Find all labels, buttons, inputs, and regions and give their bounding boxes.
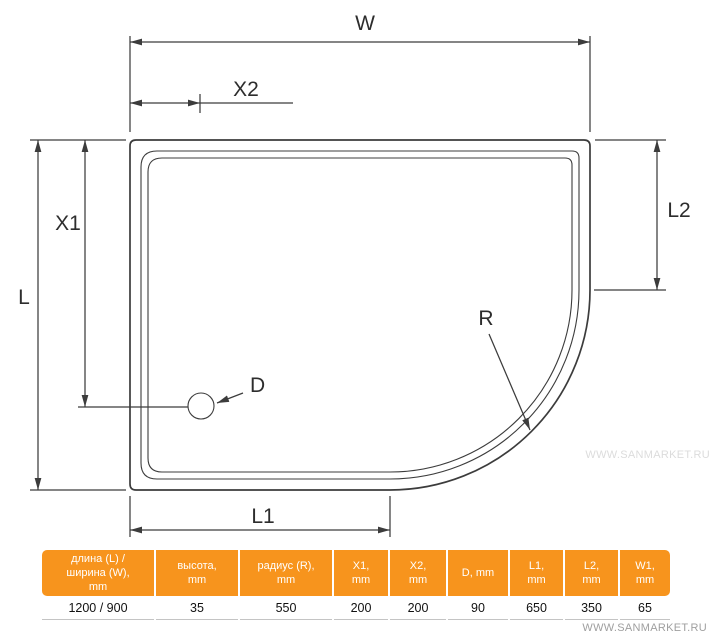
dimension-r: R bbox=[478, 307, 531, 431]
label-x1: X1 bbox=[55, 212, 81, 235]
label-r: R bbox=[478, 307, 493, 330]
label-l1: L1 bbox=[251, 505, 274, 528]
table-header-row: длина (L) / ширина (W), mm высота, mm ра… bbox=[42, 550, 670, 596]
watermark-text: WWW.SANMARKET.RU bbox=[582, 622, 707, 634]
drain-circle bbox=[187, 392, 215, 420]
header-length-width: длина (L) / ширина (W), mm bbox=[42, 550, 154, 596]
dimension-x1: X1 bbox=[55, 140, 188, 408]
dimension-x2: X2 bbox=[130, 78, 293, 113]
dimension-w: W bbox=[129, 12, 591, 132]
header-d: D, mm bbox=[448, 550, 508, 596]
dimension-l1: L1 bbox=[129, 496, 391, 537]
dimension-d: D bbox=[216, 374, 265, 404]
value-l2: 350 bbox=[565, 598, 618, 620]
value-x2: 200 bbox=[390, 598, 446, 620]
label-w: W bbox=[355, 12, 375, 35]
value-l1: 650 bbox=[510, 598, 563, 620]
label-x2: X2 bbox=[233, 78, 259, 101]
tray-floor-outline bbox=[147, 157, 573, 473]
dimension-l2: L2 bbox=[594, 139, 691, 291]
value-w1: 65 bbox=[620, 598, 670, 620]
value-d: 90 bbox=[448, 598, 508, 620]
table-value-row: 1200 / 900 35 550 200 200 90 650 350 65 bbox=[42, 598, 670, 620]
value-length-width: 1200 / 900 bbox=[42, 598, 154, 620]
header-x2: X2, mm bbox=[390, 550, 446, 596]
value-x1: 200 bbox=[334, 598, 388, 620]
value-radius: 550 bbox=[240, 598, 332, 620]
header-l1: L1, mm bbox=[510, 550, 563, 596]
label-l: L bbox=[18, 286, 30, 309]
tray-rim-outline bbox=[140, 150, 580, 480]
label-l2: L2 bbox=[667, 199, 690, 222]
value-height: 35 bbox=[156, 598, 238, 620]
header-l2: L2, mm bbox=[565, 550, 618, 596]
shower-tray-dimension-diagram: W X2 L X1 L2 L1 R D bbox=[18, 12, 691, 537]
tray-outer-outline bbox=[129, 139, 591, 491]
header-x1: X1, mm bbox=[334, 550, 388, 596]
header-w1: W1, mm bbox=[620, 550, 670, 596]
label-d: D bbox=[250, 374, 265, 397]
header-height: высота, mm bbox=[156, 550, 238, 596]
watermark-text: WWW.SANMARKET.RU bbox=[585, 449, 710, 461]
header-radius: радиус (R), mm bbox=[240, 550, 332, 596]
dimension-l: L bbox=[18, 139, 126, 491]
dimensions-table: длина (L) / ширина (W), mm высота, mm ра… bbox=[40, 548, 672, 622]
